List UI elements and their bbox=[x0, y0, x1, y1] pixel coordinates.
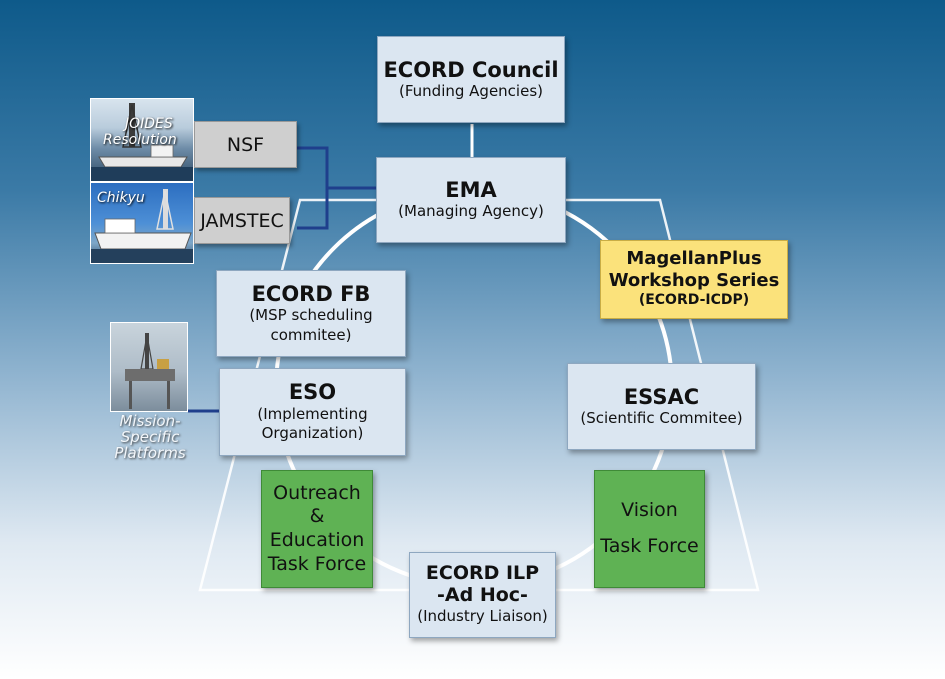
ecord-ilp-box: ECORD ILP -Ad Hoc- (Industry Liaison) bbox=[409, 552, 556, 638]
joides-label-line1: JOIDES bbox=[125, 116, 173, 132]
joides-resolution-photo: JOIDES Resolution bbox=[90, 98, 194, 182]
nsf-box: NSF bbox=[194, 121, 297, 168]
eso-title: ESO bbox=[288, 380, 337, 405]
ecord-fb-box: ECORD FB (MSP scheduling commitee) bbox=[216, 270, 406, 357]
essac-title: ESSAC bbox=[623, 384, 700, 409]
magellanplus-title-line1: MagellanPlus bbox=[626, 248, 762, 270]
essac-box: ESSAC (Scientific Commitee) bbox=[567, 363, 756, 450]
outreach-line3: Education bbox=[269, 529, 365, 551]
jamstec-label: JAMSTEC bbox=[200, 209, 284, 232]
magellanplus-subtitle: (ECORD-ICDP) bbox=[638, 292, 750, 309]
outreach-task-force-box: Outreach & Education Task Force bbox=[261, 470, 373, 588]
outreach-line1: Outreach bbox=[273, 481, 361, 504]
ecord-council-title: ECORD Council bbox=[383, 57, 559, 82]
ship-icon bbox=[91, 103, 193, 181]
ecord-council-subtitle: (Funding Agencies) bbox=[399, 81, 543, 100]
eso-subtitle-line1: (Implementing bbox=[257, 404, 368, 423]
platform-icon bbox=[125, 333, 175, 409]
vision-line2: Task Force bbox=[600, 535, 699, 557]
msp-label-line1: Mission- bbox=[119, 412, 181, 430]
ecord-fb-subtitle-line1: (MSP scheduling bbox=[249, 306, 373, 325]
essac-subtitle: (Scientific Commitee) bbox=[580, 408, 743, 427]
ecord-ilp-title: ECORD ILP bbox=[425, 562, 540, 585]
magellanplus-box: MagellanPlus Workshop Series (ECORD-ICDP… bbox=[600, 240, 788, 319]
joides-label-line2: Resolution bbox=[103, 132, 177, 148]
ecord-fb-subtitle-line2: commitee) bbox=[270, 325, 352, 344]
msp-label-line2: Specific bbox=[120, 427, 180, 446]
msp-label-line3: Platforms bbox=[114, 443, 186, 462]
ema-title: EMA bbox=[445, 178, 497, 203]
msp-label: Mission- Specific Platforms bbox=[102, 412, 198, 462]
mission-specific-platform-photo bbox=[110, 322, 188, 412]
funding-bracket bbox=[297, 146, 378, 230]
nsf-label: NSF bbox=[226, 133, 265, 156]
ema-subtitle: (Managing Agency) bbox=[398, 202, 544, 221]
eso-subtitle-line2: Organization) bbox=[261, 424, 364, 443]
ecord-ilp-subtitle: (Industry Liaison) bbox=[417, 607, 548, 626]
chikyu-label: Chikyu bbox=[97, 190, 145, 206]
ship-icon bbox=[91, 189, 193, 263]
outreach-line2: & bbox=[309, 505, 325, 528]
ema-box: EMA (Managing Agency) bbox=[376, 157, 566, 243]
vision-line1: Vision bbox=[621, 499, 678, 522]
chikyu-photo: Chikyu bbox=[90, 182, 194, 264]
eso-box: ESO (Implementing Organization) bbox=[219, 368, 406, 456]
magellanplus-title-line2: Workshop Series bbox=[608, 269, 780, 291]
jamstec-box: JAMSTEC bbox=[194, 197, 290, 244]
ecord-ilp-adhoc: -Ad Hoc- bbox=[437, 584, 528, 607]
vision-task-force-box: Vision Task Force bbox=[594, 470, 705, 588]
ecord-council-box: ECORD Council (Funding Agencies) bbox=[377, 36, 565, 123]
outreach-line4: Task Force bbox=[267, 552, 367, 575]
ecord-fb-title: ECORD FB bbox=[251, 281, 371, 306]
